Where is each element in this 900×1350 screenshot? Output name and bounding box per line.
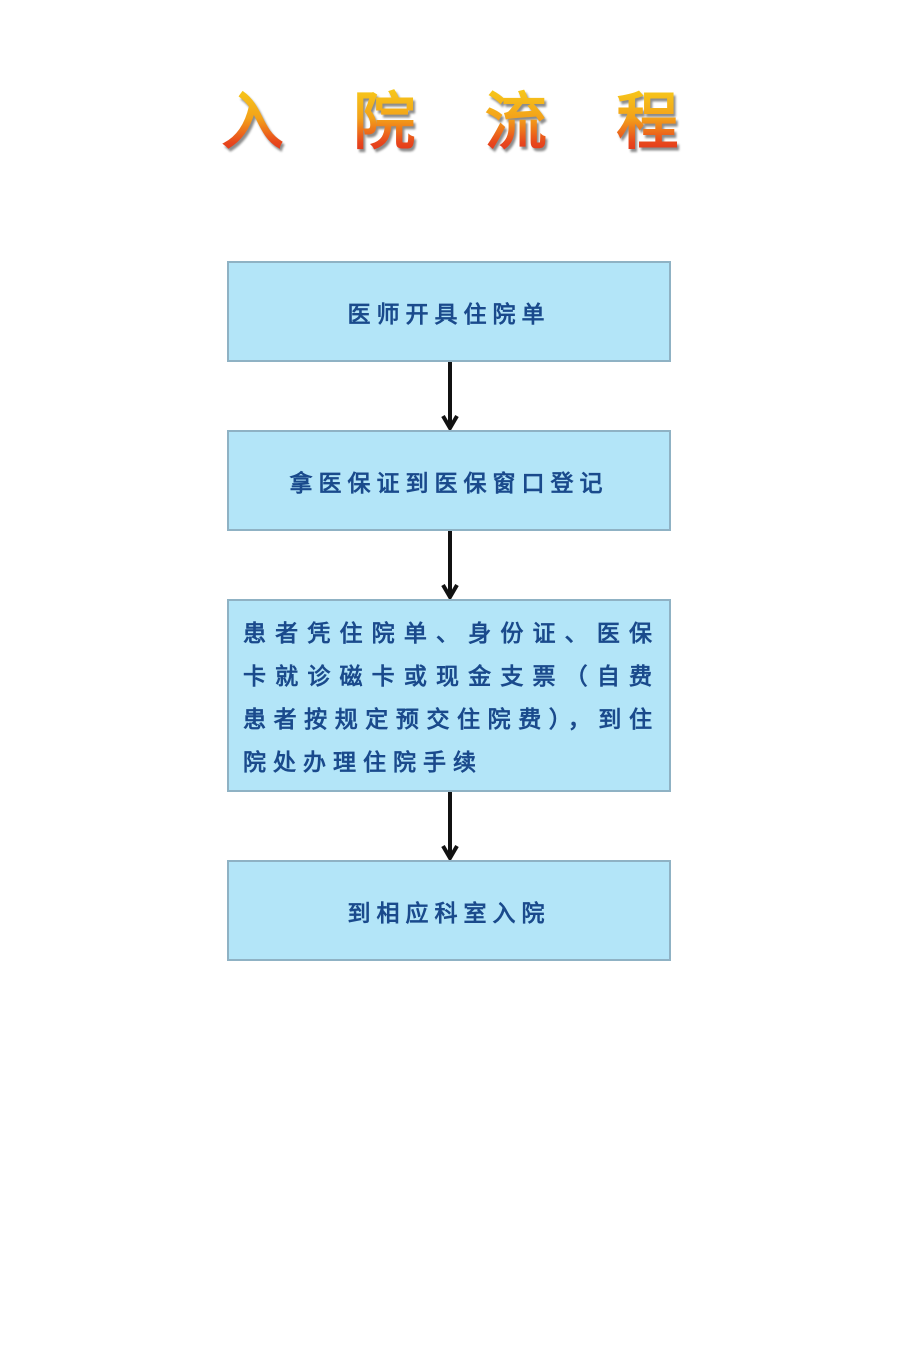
flow-step-1: 医师开具住院单 [227,261,671,362]
flow-arrow-2 [441,531,459,599]
flow-step-3: 患者凭住院单、身份证、医保卡就诊磁卡或现金支票（自费患者按规定预交住院费），到住… [227,599,671,792]
page-title: 入 院 流 程 [0,82,900,162]
flow-step-2-label: 拿医保证到医保窗口登记 [289,470,609,497]
flow-step-3-label: 患者凭住院单、身份证、医保卡就诊磁卡或现金支票（自费患者按规定预交住院费），到住… [243,621,659,776]
flow-arrow-3 [441,792,459,860]
flow-step-4: 到相应科室入院 [227,860,671,961]
flow-arrow-1 [441,362,459,430]
flow-step-2: 拿医保证到医保窗口登记 [227,430,671,531]
flow-step-4-label: 到相应科室入院 [347,900,551,927]
flow-step-1-label: 医师开具住院单 [347,301,551,328]
